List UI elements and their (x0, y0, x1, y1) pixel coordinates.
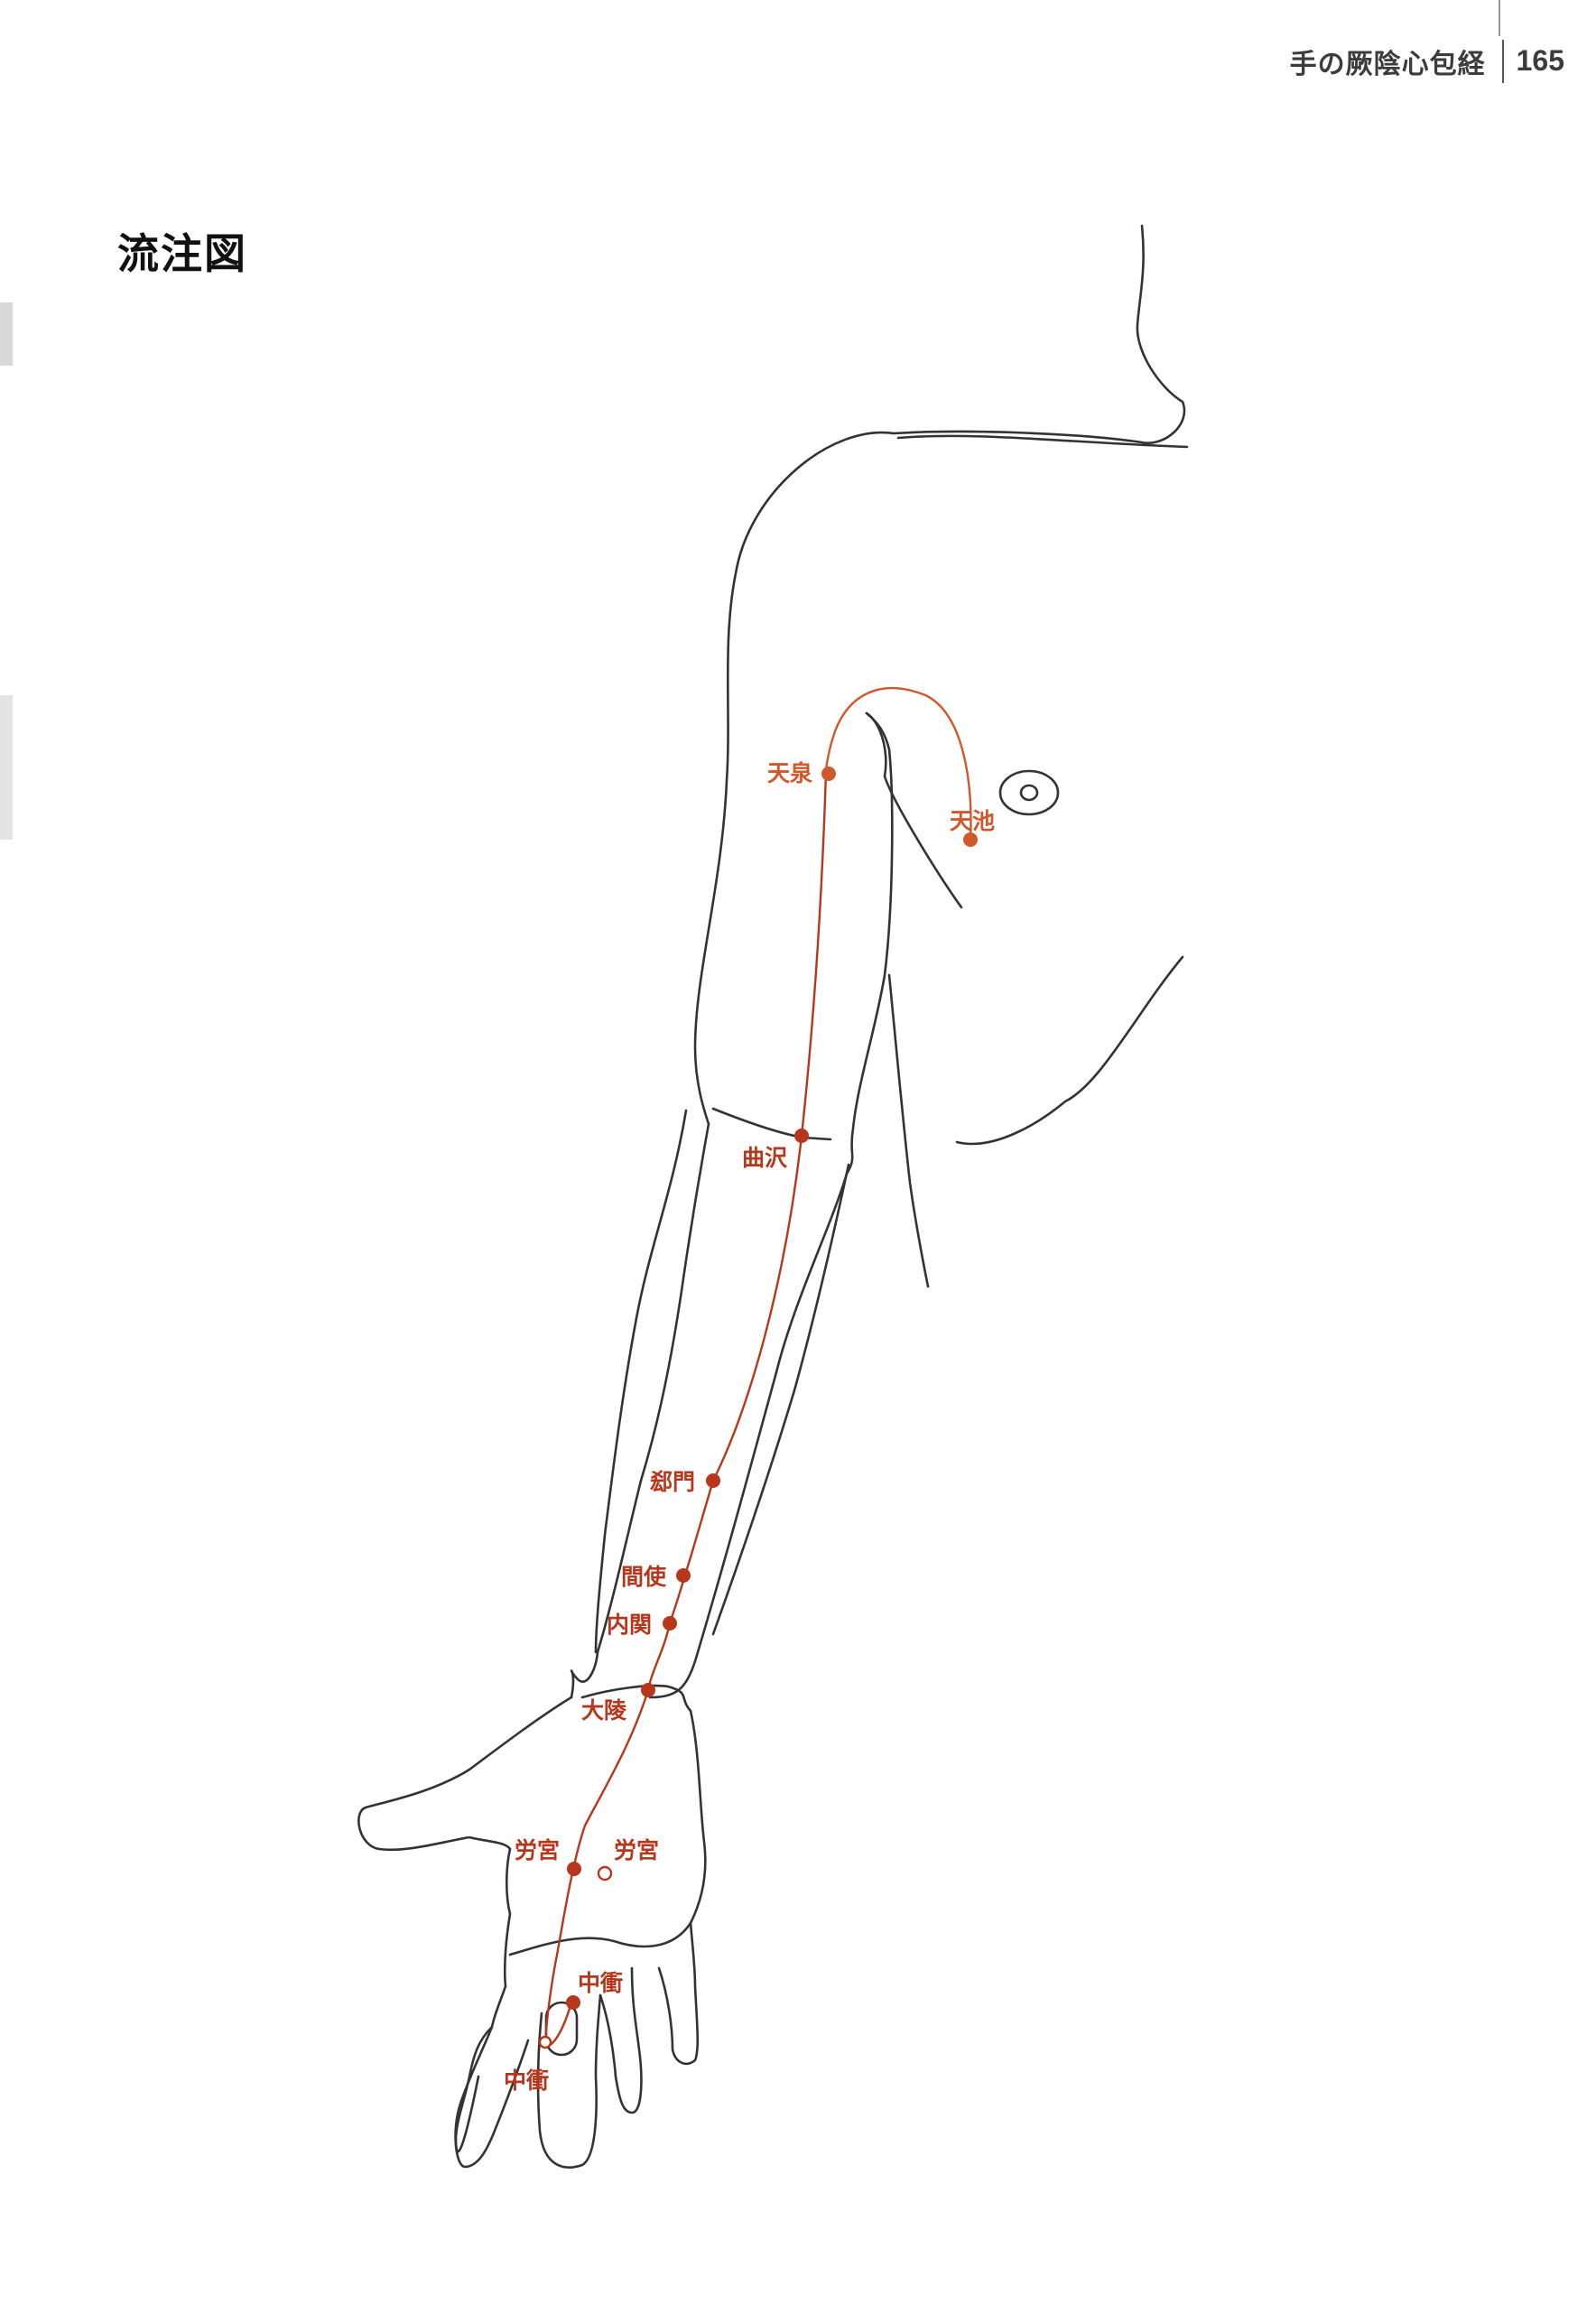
nipple-inner (1021, 785, 1037, 800)
acupoint-tensen-marker (821, 767, 836, 781)
palm-outline (492, 1849, 510, 2027)
acupoint-chusho-back-marker (540, 2037, 551, 2048)
ring-finger (456, 2027, 492, 2151)
armpit-line (650, 713, 892, 1697)
acupoint-tenchi-marker (963, 832, 978, 847)
acupoint-rokyu-front-label: 労宮 (515, 1837, 560, 1863)
acupoint-gekimon-marker (706, 1473, 720, 1488)
acupoint-chusho-front-label: 中衝 (578, 1970, 623, 1996)
index-finger (456, 2027, 528, 2167)
acupoint-tensen-label: 天泉 (767, 760, 812, 786)
acupoint-chusho-front-marker (566, 1995, 580, 2010)
thumb-outline (358, 1697, 571, 1850)
acupoint-kanshi-marker (676, 1568, 691, 1583)
acupoint-gekimon-label: 郄門 (650, 1469, 695, 1495)
meridian-channel (545, 688, 970, 2046)
armpit-fold (867, 713, 961, 907)
forearm-lateral (713, 1165, 849, 1634)
acupoint-naikan-marker (663, 1616, 677, 1631)
acupoint-rokyu-back-label: 労宮 (614, 1837, 659, 1863)
palm-right-edge (510, 1711, 705, 1955)
torso-side (889, 975, 928, 1287)
acupoint-chusho-back-label: 中衝 (504, 2067, 549, 2094)
acupoint-labels: 天池 天泉 曲沢 郄門 間使 内関 大陵 労宮 労宮 中衝 中衝 (504, 760, 995, 2094)
elbow-crease (713, 1109, 830, 1139)
acupoint-kanshi-label: 間使 (621, 1564, 667, 1590)
acupoint-rokyu-back-marker (598, 1867, 611, 1880)
chest-contour (957, 957, 1183, 1144)
acupoint-rokyu-front-marker (567, 1862, 581, 1876)
acupoint-tenchi-label: 天池 (950, 808, 995, 834)
body-outline (358, 226, 1187, 2168)
acupoint-kyokutaku-label: 曲沢 (742, 1145, 788, 1171)
forearm-outer (571, 1652, 598, 1697)
acupoint-kyokutaku-marker (794, 1129, 809, 1143)
nipple-outer (1000, 771, 1058, 814)
acupoint-naikan-label: 内関 (607, 1612, 652, 1638)
neck-line (894, 226, 1184, 443)
clavicle-line (898, 436, 1187, 447)
acupoint-markers (540, 767, 978, 2048)
acupoint-dairyo-marker (641, 1683, 655, 1697)
acupoint-dairyo-label: 大陵 (581, 1697, 627, 1724)
meridian-arm-line (545, 772, 826, 2046)
